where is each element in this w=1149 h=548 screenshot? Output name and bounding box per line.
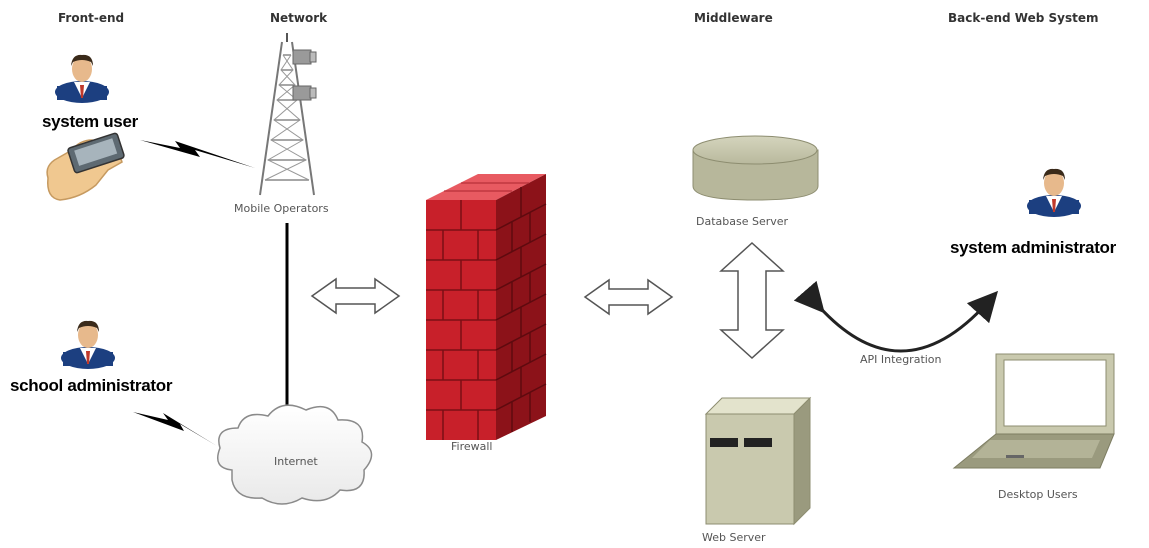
firewall-wall-icon xyxy=(426,174,547,440)
database-server-icon xyxy=(692,135,819,201)
cell-tower-icon xyxy=(259,33,317,196)
label-school-admin: school administrator xyxy=(10,376,173,395)
hand-phone-icon xyxy=(46,132,125,201)
school-admin-person-icon xyxy=(61,320,115,369)
header-frontend: Front-end xyxy=(58,11,125,25)
caption-desktop-users: Desktop Users xyxy=(998,488,1078,501)
wireless-bolt-1 xyxy=(140,140,255,168)
header-network: Network xyxy=(270,11,328,25)
caption-database-server: Database Server xyxy=(696,215,789,228)
caption-web-server: Web Server xyxy=(702,531,766,544)
caption-firewall: Firewall xyxy=(451,440,493,453)
caption-api-integration: API Integration xyxy=(860,353,942,366)
web-server-icon xyxy=(704,396,812,526)
caption-internet: Internet xyxy=(274,455,318,468)
wireless-bolt-2 xyxy=(133,412,217,446)
header-middleware: Middleware xyxy=(694,11,773,25)
db-webserver-arrow xyxy=(719,241,785,360)
system-user-person-icon xyxy=(55,54,109,103)
laptop-icon xyxy=(952,353,1115,469)
system-admin-person-icon xyxy=(1027,168,1081,217)
label-system-admin: system administrator xyxy=(950,238,1116,257)
network-firewall-arrow xyxy=(310,277,401,315)
internet-cloud-icon xyxy=(217,404,373,505)
label-system-user: system user xyxy=(42,112,138,131)
header-backend: Back-end Web System xyxy=(948,11,1099,25)
api-integration-arrow xyxy=(793,280,999,353)
firewall-middleware-arrow xyxy=(583,278,674,316)
caption-mobile-operators: Mobile Operators xyxy=(234,202,329,215)
